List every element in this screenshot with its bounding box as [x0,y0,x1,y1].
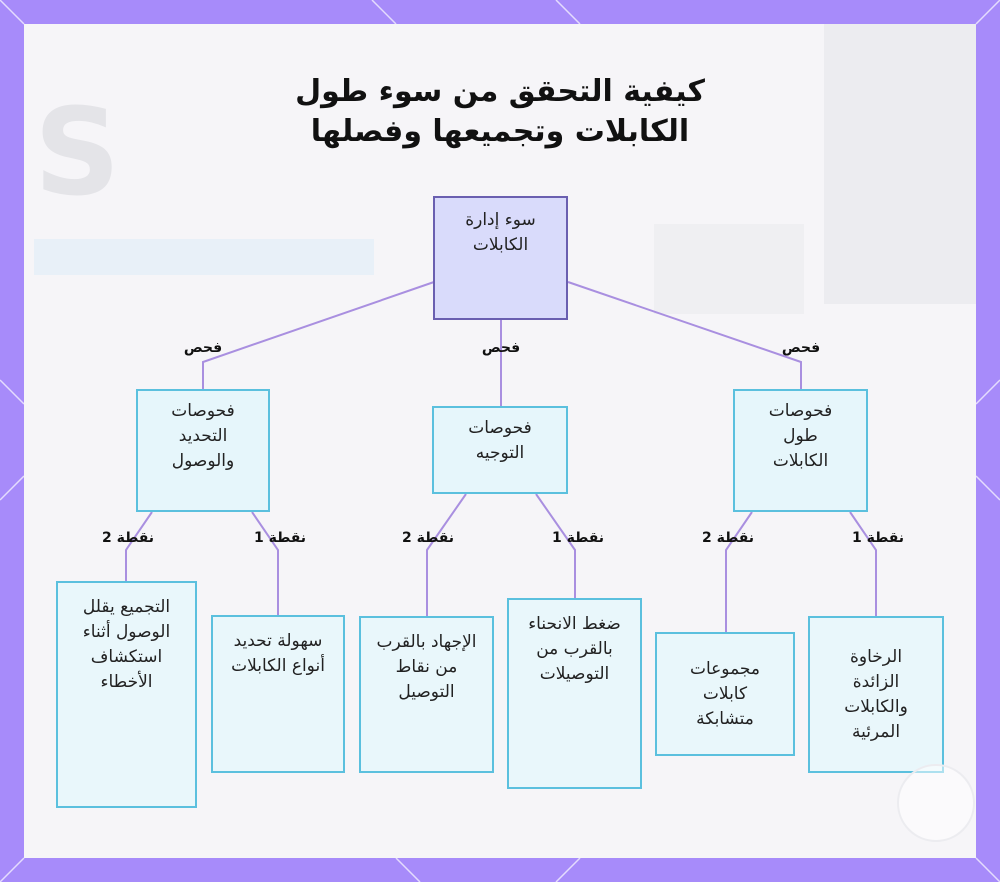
branch-node-cable-length: فحوصات طول الكابلات [733,389,868,512]
leaf-node-label: ضغط الانحناء بالقرب من التوصيلات [528,614,621,684]
edge-label-check-right: فحص [781,340,821,356]
branch-node-routing: فحوصات التوجيه [432,406,568,494]
edge-label-point-1: نقطة 1 [253,530,307,546]
connector-left-p2 [125,511,153,582]
title-line-2: الكابلات وتجميعها وفصلها [310,114,690,149]
branch-node-label: فحوصات طول الكابلات [768,401,833,471]
background-ghost-shape: S [34,84,121,223]
leaf-node-label: مجموعات كابلات متشابكة [689,658,761,729]
connector-center-p2 [426,493,467,617]
background-ghost-bar [34,239,374,275]
connector-right-p1 [849,511,877,617]
branch-node-label: فحوصات التحديد والوصول [171,401,235,471]
background-ghost-block [654,224,804,314]
leaf-node-label: سهولة تحديد أنواع الكابلات [231,631,325,676]
connector-root-right [567,281,802,390]
edge-label-point-2: نقطة 2 [701,530,755,546]
background-ghost-block [824,24,976,304]
root-node: سوء إدارة الكابلات [433,196,568,320]
edge-label-point-2: نقطة 2 [101,530,155,546]
diagram-title: كيفية التحقق من سوء طول الكابلات وتجميعه… [200,72,800,152]
leaf-node-easy-identification: سهولة تحديد أنواع الكابلات [211,615,345,773]
connector-center-p1 [535,493,576,599]
leaf-node-stress-near-termination: الإجهاد بالقرب من نقاط التوصيل [359,616,494,773]
branch-node-label: فحوصات التوجيه [468,418,532,463]
leaf-node-label: التجميع يقلل الوصول أثناء استكشاف الأخطا… [82,597,171,692]
leaf-node-label: الإجهاد بالقرب من نقاط التوصيل [376,632,477,702]
leaf-node-grouping-access: التجميع يقلل الوصول أثناء استكشاف الأخطا… [56,581,197,808]
leaf-node-excess-slack: الرخاوة الزائدة والكابلات المرئية [808,616,944,773]
branch-node-identification-access: فحوصات التحديد والوصول [136,389,270,512]
connector-right-p2 [725,511,753,633]
edge-label-check-left: فحص [183,340,223,356]
edge-label-check-center: فحص [481,340,521,356]
edge-label-point-2: نقطة 2 [401,530,455,546]
leaf-node-bend-stress: ضغط الانحناء بالقرب من التوصيلات [507,598,642,789]
edge-label-point-1: نقطة 1 [551,530,605,546]
connector-root-left [202,281,435,390]
root-node-label: سوء إدارة الكابلات [465,210,536,255]
edge-label-point-1: نقطة 1 [851,530,905,546]
connector-left-p1 [251,511,279,616]
leaf-node-tangled-bundles: مجموعات كابلات متشابكة [655,632,795,756]
leaf-node-label: الرخاوة الزائدة والكابلات المرئية [844,646,908,742]
title-line-1: كيفية التحقق من سوء طول [295,74,705,109]
watermark-badge [897,764,975,842]
